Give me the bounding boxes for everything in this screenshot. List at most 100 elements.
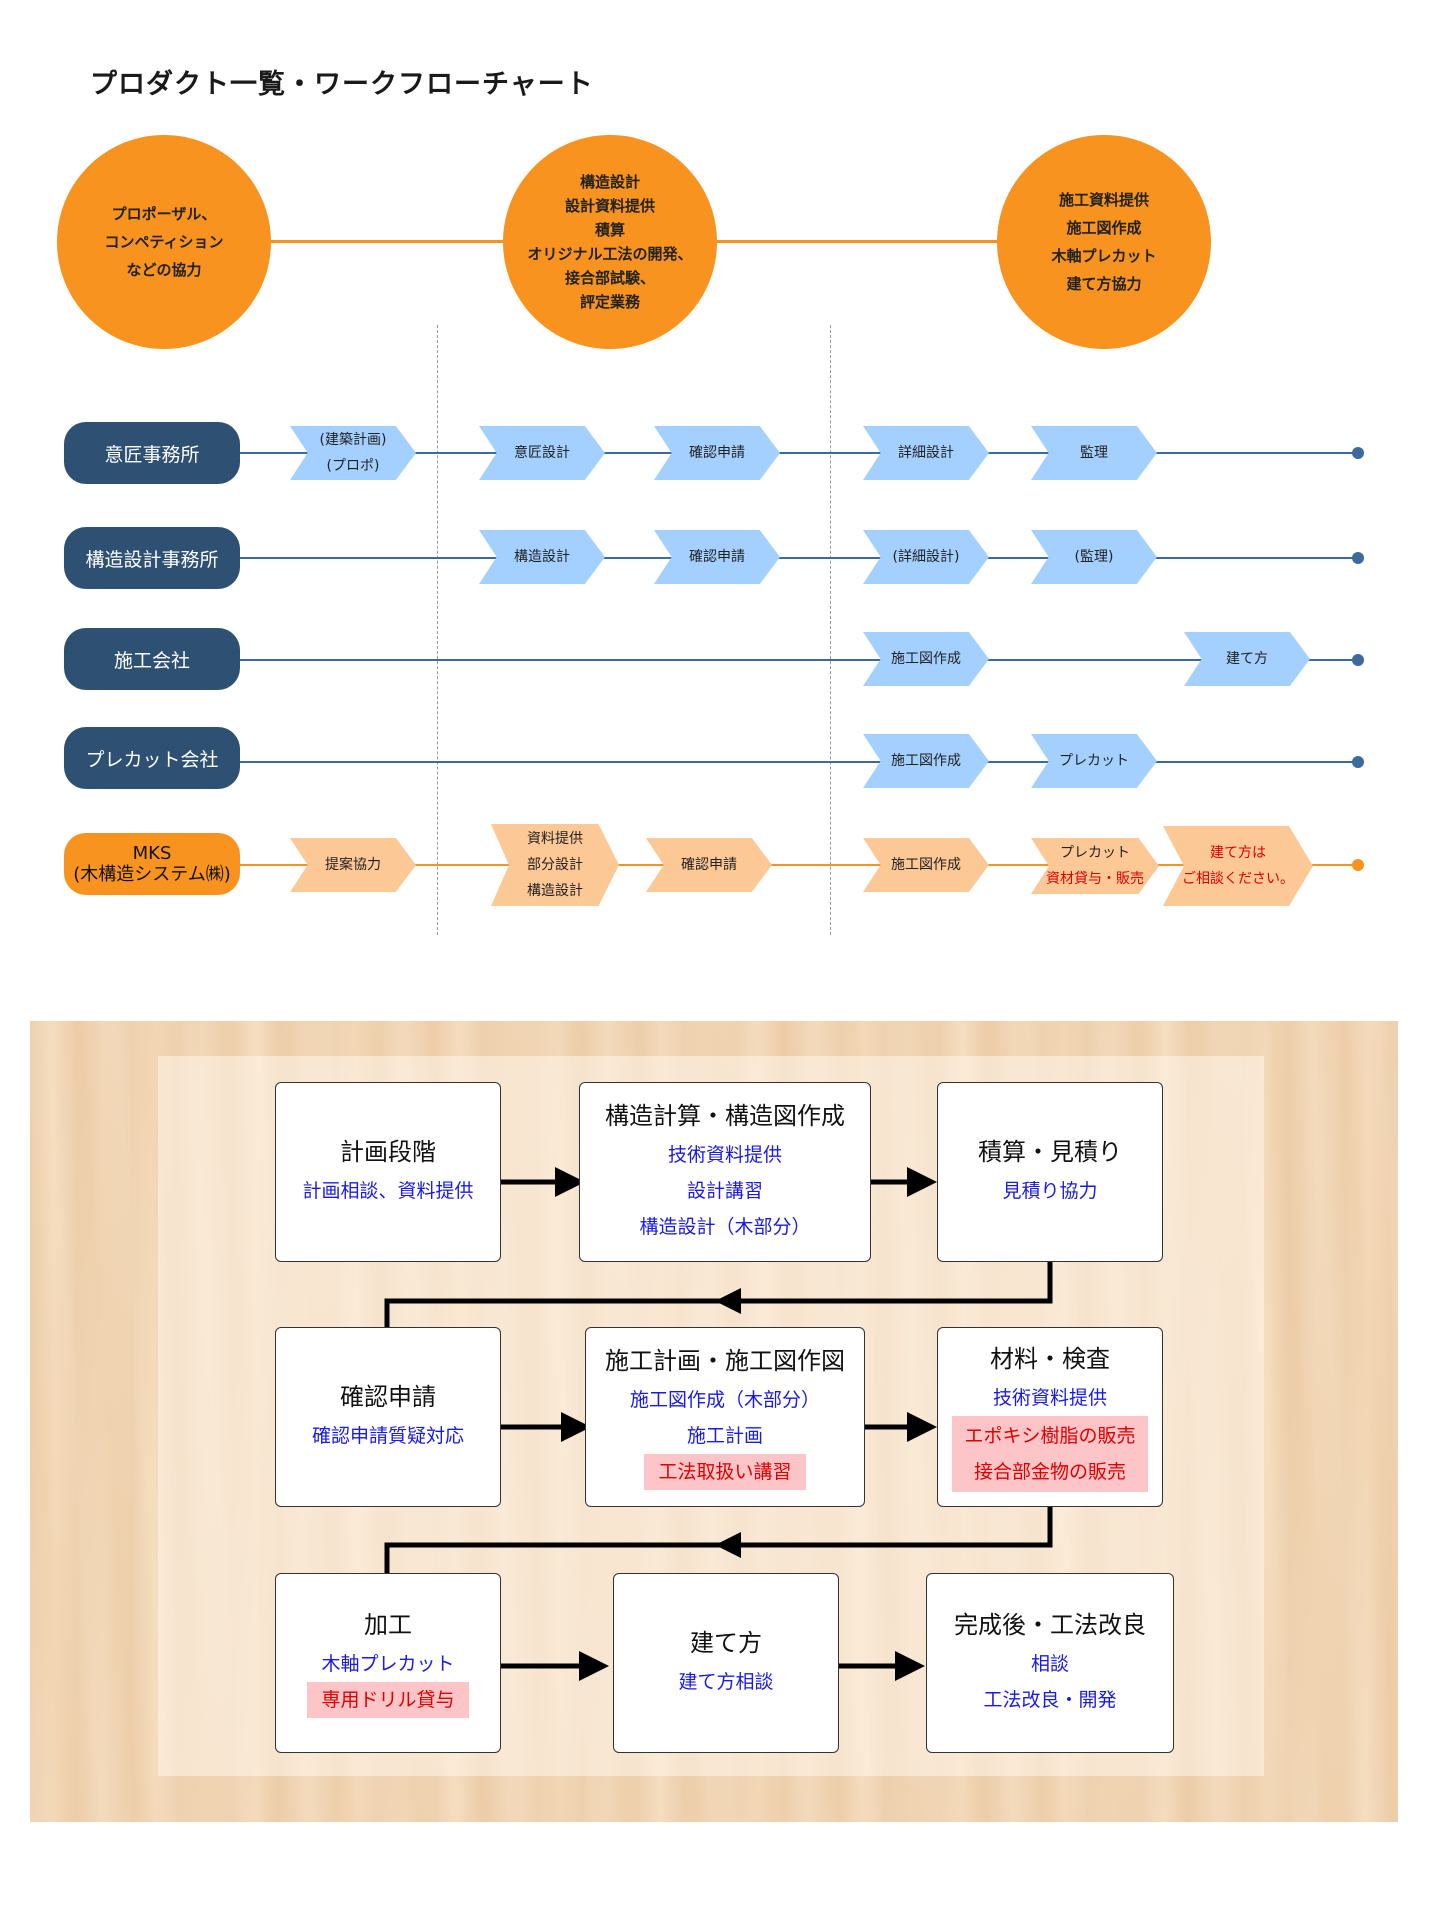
role-mks-name: MKS bbox=[132, 843, 172, 864]
phase-text: 積算 bbox=[594, 221, 625, 239]
step-blue-text: 木軸プレカット bbox=[321, 1653, 455, 1675]
step-chevron: 提案協力 bbox=[290, 838, 416, 892]
flow-step-construction-plan: 施工計画・施工図作図 施工図作成（木部分） 施工計画 工法取扱い講習 bbox=[585, 1327, 865, 1507]
step-label: (プロポ) bbox=[326, 458, 380, 474]
row-end-dot bbox=[1352, 859, 1364, 871]
role-mks: MKS (木構造システム㈱) bbox=[64, 833, 240, 895]
step-chevron: 意匠設計 bbox=[479, 426, 605, 480]
step-chevron: 施工図作成 bbox=[863, 632, 989, 686]
step-red-highlight: 専用ドリル貸与 bbox=[307, 1682, 469, 1718]
step-label: 監理 bbox=[1080, 445, 1108, 461]
step-label: (建築計画) bbox=[319, 432, 387, 448]
row-track bbox=[240, 452, 1356, 454]
step-label: (詳細設計) bbox=[892, 549, 960, 565]
phase-text: オリジナル工法の開発、 bbox=[527, 245, 693, 263]
phase-circle-design: 構造設計 設計資料提供 積算 オリジナル工法の開発、 接合部試験、 評定業務 bbox=[503, 135, 717, 349]
flow-step-erection: 建て方 建て方相談 bbox=[613, 1573, 839, 1753]
role-structural-office: 構造設計事務所 bbox=[64, 527, 240, 589]
step-chevron: 確認申請 bbox=[654, 530, 780, 584]
phase-divider bbox=[437, 325, 438, 935]
step-label: (監理) bbox=[1074, 549, 1114, 565]
phase-text: 設計資料提供 bbox=[564, 197, 655, 215]
phase-text: 施工図作成 bbox=[1066, 219, 1142, 237]
phase-text: 接合部試験、 bbox=[564, 269, 655, 287]
flow-step-processing: 加工 木軸プレカット 専用ドリル貸与 bbox=[275, 1573, 501, 1753]
step-chevron: プレカット 資材貸与・販売 bbox=[1031, 838, 1159, 894]
step-label: 意匠設計 bbox=[514, 445, 570, 461]
step-chevron: 施工図作成 bbox=[863, 838, 989, 892]
page-title: プロダクト一覧・ワークフローチャート bbox=[90, 69, 594, 100]
step-chevron: 監理 bbox=[1031, 426, 1157, 480]
step-label: プレカット bbox=[1059, 753, 1129, 769]
phase-circle-construction: 施工資料提供 施工図作成 木軸プレカット 建て方協力 bbox=[997, 135, 1211, 349]
step-heading: 加工 bbox=[364, 1611, 412, 1639]
role-mks-company: (木構造システム㈱) bbox=[73, 864, 231, 885]
step-blue-text: 技術資料提供 bbox=[667, 1144, 782, 1166]
row-end-dot bbox=[1352, 756, 1364, 768]
step-red-highlight-box: エポキシ樹脂の販売 接合部金物の販売 bbox=[952, 1416, 1148, 1492]
phase-text: 木軸プレカット bbox=[1051, 247, 1157, 265]
role-precut-company: プレカット会社 bbox=[64, 727, 240, 789]
step-blue-text: 計画相談、資料提供 bbox=[302, 1180, 474, 1202]
step-red-highlight: エポキシ樹脂の販売 bbox=[964, 1418, 1136, 1454]
flow-step-after-completion: 完成後・工法改良 相談 工法改良・開発 bbox=[926, 1573, 1174, 1753]
step-chevron: プレカット bbox=[1031, 734, 1157, 788]
flow-step-structure: 構造計算・構造図作成 技術資料提供 設計講習 構造設計（木部分） bbox=[579, 1082, 871, 1262]
step-label: 施工図作成 bbox=[891, 753, 961, 769]
step-heading: 建て方 bbox=[690, 1629, 762, 1657]
role-design-office: 意匠事務所 bbox=[64, 422, 240, 484]
step-chevron: (監理) bbox=[1031, 530, 1157, 584]
role-construction-company: 施工会社 bbox=[64, 628, 240, 690]
step-chevron: 施工図作成 bbox=[863, 734, 989, 788]
row-end-dot bbox=[1352, 447, 1364, 459]
step-chevron: 構造設計 bbox=[479, 530, 605, 584]
phase-text: 評定業務 bbox=[579, 293, 640, 311]
step-label: 確認申請 bbox=[689, 549, 745, 565]
step-label: プレカット bbox=[1060, 845, 1130, 861]
step-blue-text: 設計講習 bbox=[686, 1180, 763, 1202]
step-label: 提案協力 bbox=[325, 857, 381, 873]
step-blue-text: 施工図作成（木部分） bbox=[629, 1389, 820, 1411]
step-chevron: (建築計画) (プロポ) bbox=[290, 426, 416, 480]
step-label-red: ご相談ください。 bbox=[1182, 871, 1294, 887]
row-track bbox=[240, 557, 1356, 559]
step-chevron: 詳細設計 bbox=[863, 426, 989, 480]
step-chevron: 建て方は ご相談ください。 bbox=[1163, 826, 1313, 906]
step-heading: 確認申請 bbox=[340, 1383, 436, 1411]
phase-text: 構造設計 bbox=[579, 173, 640, 191]
flow-return-line bbox=[384, 1260, 1053, 1330]
flow-return-line bbox=[384, 1506, 1053, 1576]
flow-step-estimate: 積算・見積り 見積り協力 bbox=[937, 1082, 1163, 1262]
step-blue-text: 工法改良・開発 bbox=[983, 1689, 1117, 1711]
step-heading: 計画段階 bbox=[340, 1138, 436, 1166]
step-red-highlight: 接合部金物の販売 bbox=[964, 1454, 1136, 1490]
row-end-dot bbox=[1352, 552, 1364, 564]
phase-text: プロポーザル、 bbox=[111, 205, 217, 223]
step-blue-text: 施工計画 bbox=[686, 1425, 763, 1447]
step-heading: 施工計画・施工図作図 bbox=[605, 1347, 845, 1375]
step-chevron: (詳細設計) bbox=[863, 530, 989, 584]
step-label: 施工図作成 bbox=[891, 651, 961, 667]
step-chevron: 建て方 bbox=[1184, 632, 1310, 686]
step-label-red: 資材貸与・販売 bbox=[1046, 871, 1144, 887]
step-label: 構造設計 bbox=[514, 549, 570, 565]
flow-return-arrowhead bbox=[715, 1532, 741, 1558]
step-heading: 構造計算・構造図作成 bbox=[605, 1102, 845, 1130]
step-heading: 積算・見積り bbox=[978, 1138, 1122, 1166]
step-label-red: 建て方は bbox=[1210, 845, 1266, 861]
flow-step-plan: 計画段階 計画相談、資料提供 bbox=[275, 1082, 501, 1262]
step-heading: 材料・検査 bbox=[990, 1345, 1110, 1373]
flow-return-arrowhead bbox=[715, 1288, 741, 1314]
step-blue-text: 確認申請質疑対応 bbox=[311, 1425, 464, 1447]
phase-circle-proposal: プロポーザル、 コンペティション などの協力 bbox=[57, 135, 271, 349]
step-blue-text: 構造設計（木部分） bbox=[639, 1216, 811, 1238]
step-blue-text: 見積り協力 bbox=[1002, 1180, 1098, 1202]
step-label: 施工図作成 bbox=[891, 857, 961, 873]
flow-step-confirmation: 確認申請 確認申請質疑対応 bbox=[275, 1327, 501, 1507]
phase-text: コンペティション bbox=[104, 233, 224, 251]
row-track bbox=[240, 864, 1356, 866]
step-chevron: 資料提供 部分設計 構造設計 bbox=[491, 824, 619, 906]
step-label: 確認申請 bbox=[681, 857, 737, 873]
step-blue-text: 技術資料提供 bbox=[992, 1387, 1107, 1409]
